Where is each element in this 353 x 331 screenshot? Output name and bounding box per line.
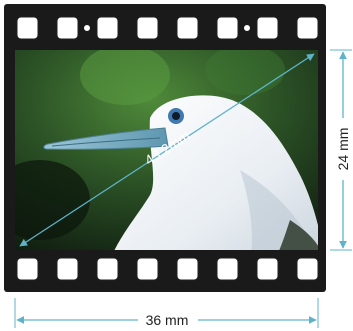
perforation xyxy=(57,17,78,39)
foliage-highlight xyxy=(205,45,285,95)
height-label: 24 mm xyxy=(335,128,351,171)
height-dimension: 24 mm xyxy=(330,50,353,250)
perforation xyxy=(217,17,238,39)
perforation xyxy=(137,17,158,39)
registration-dot xyxy=(84,25,90,31)
perforation xyxy=(177,258,198,280)
perforation xyxy=(57,258,78,280)
perforation xyxy=(97,17,118,39)
registration-dot xyxy=(244,25,250,31)
perforation xyxy=(257,258,278,280)
perforation xyxy=(17,258,38,280)
perforation xyxy=(97,258,118,280)
perforation xyxy=(217,258,238,280)
perforation xyxy=(177,17,198,39)
width-label: 36 mm xyxy=(146,312,189,328)
perforation xyxy=(257,17,278,39)
perforation xyxy=(297,258,318,280)
bird-eye xyxy=(172,112,180,120)
perforation xyxy=(137,258,158,280)
width-dimension: 36 mm xyxy=(15,298,318,329)
perforation xyxy=(297,17,318,39)
perforation xyxy=(17,17,38,39)
foliage-highlight xyxy=(80,45,170,105)
